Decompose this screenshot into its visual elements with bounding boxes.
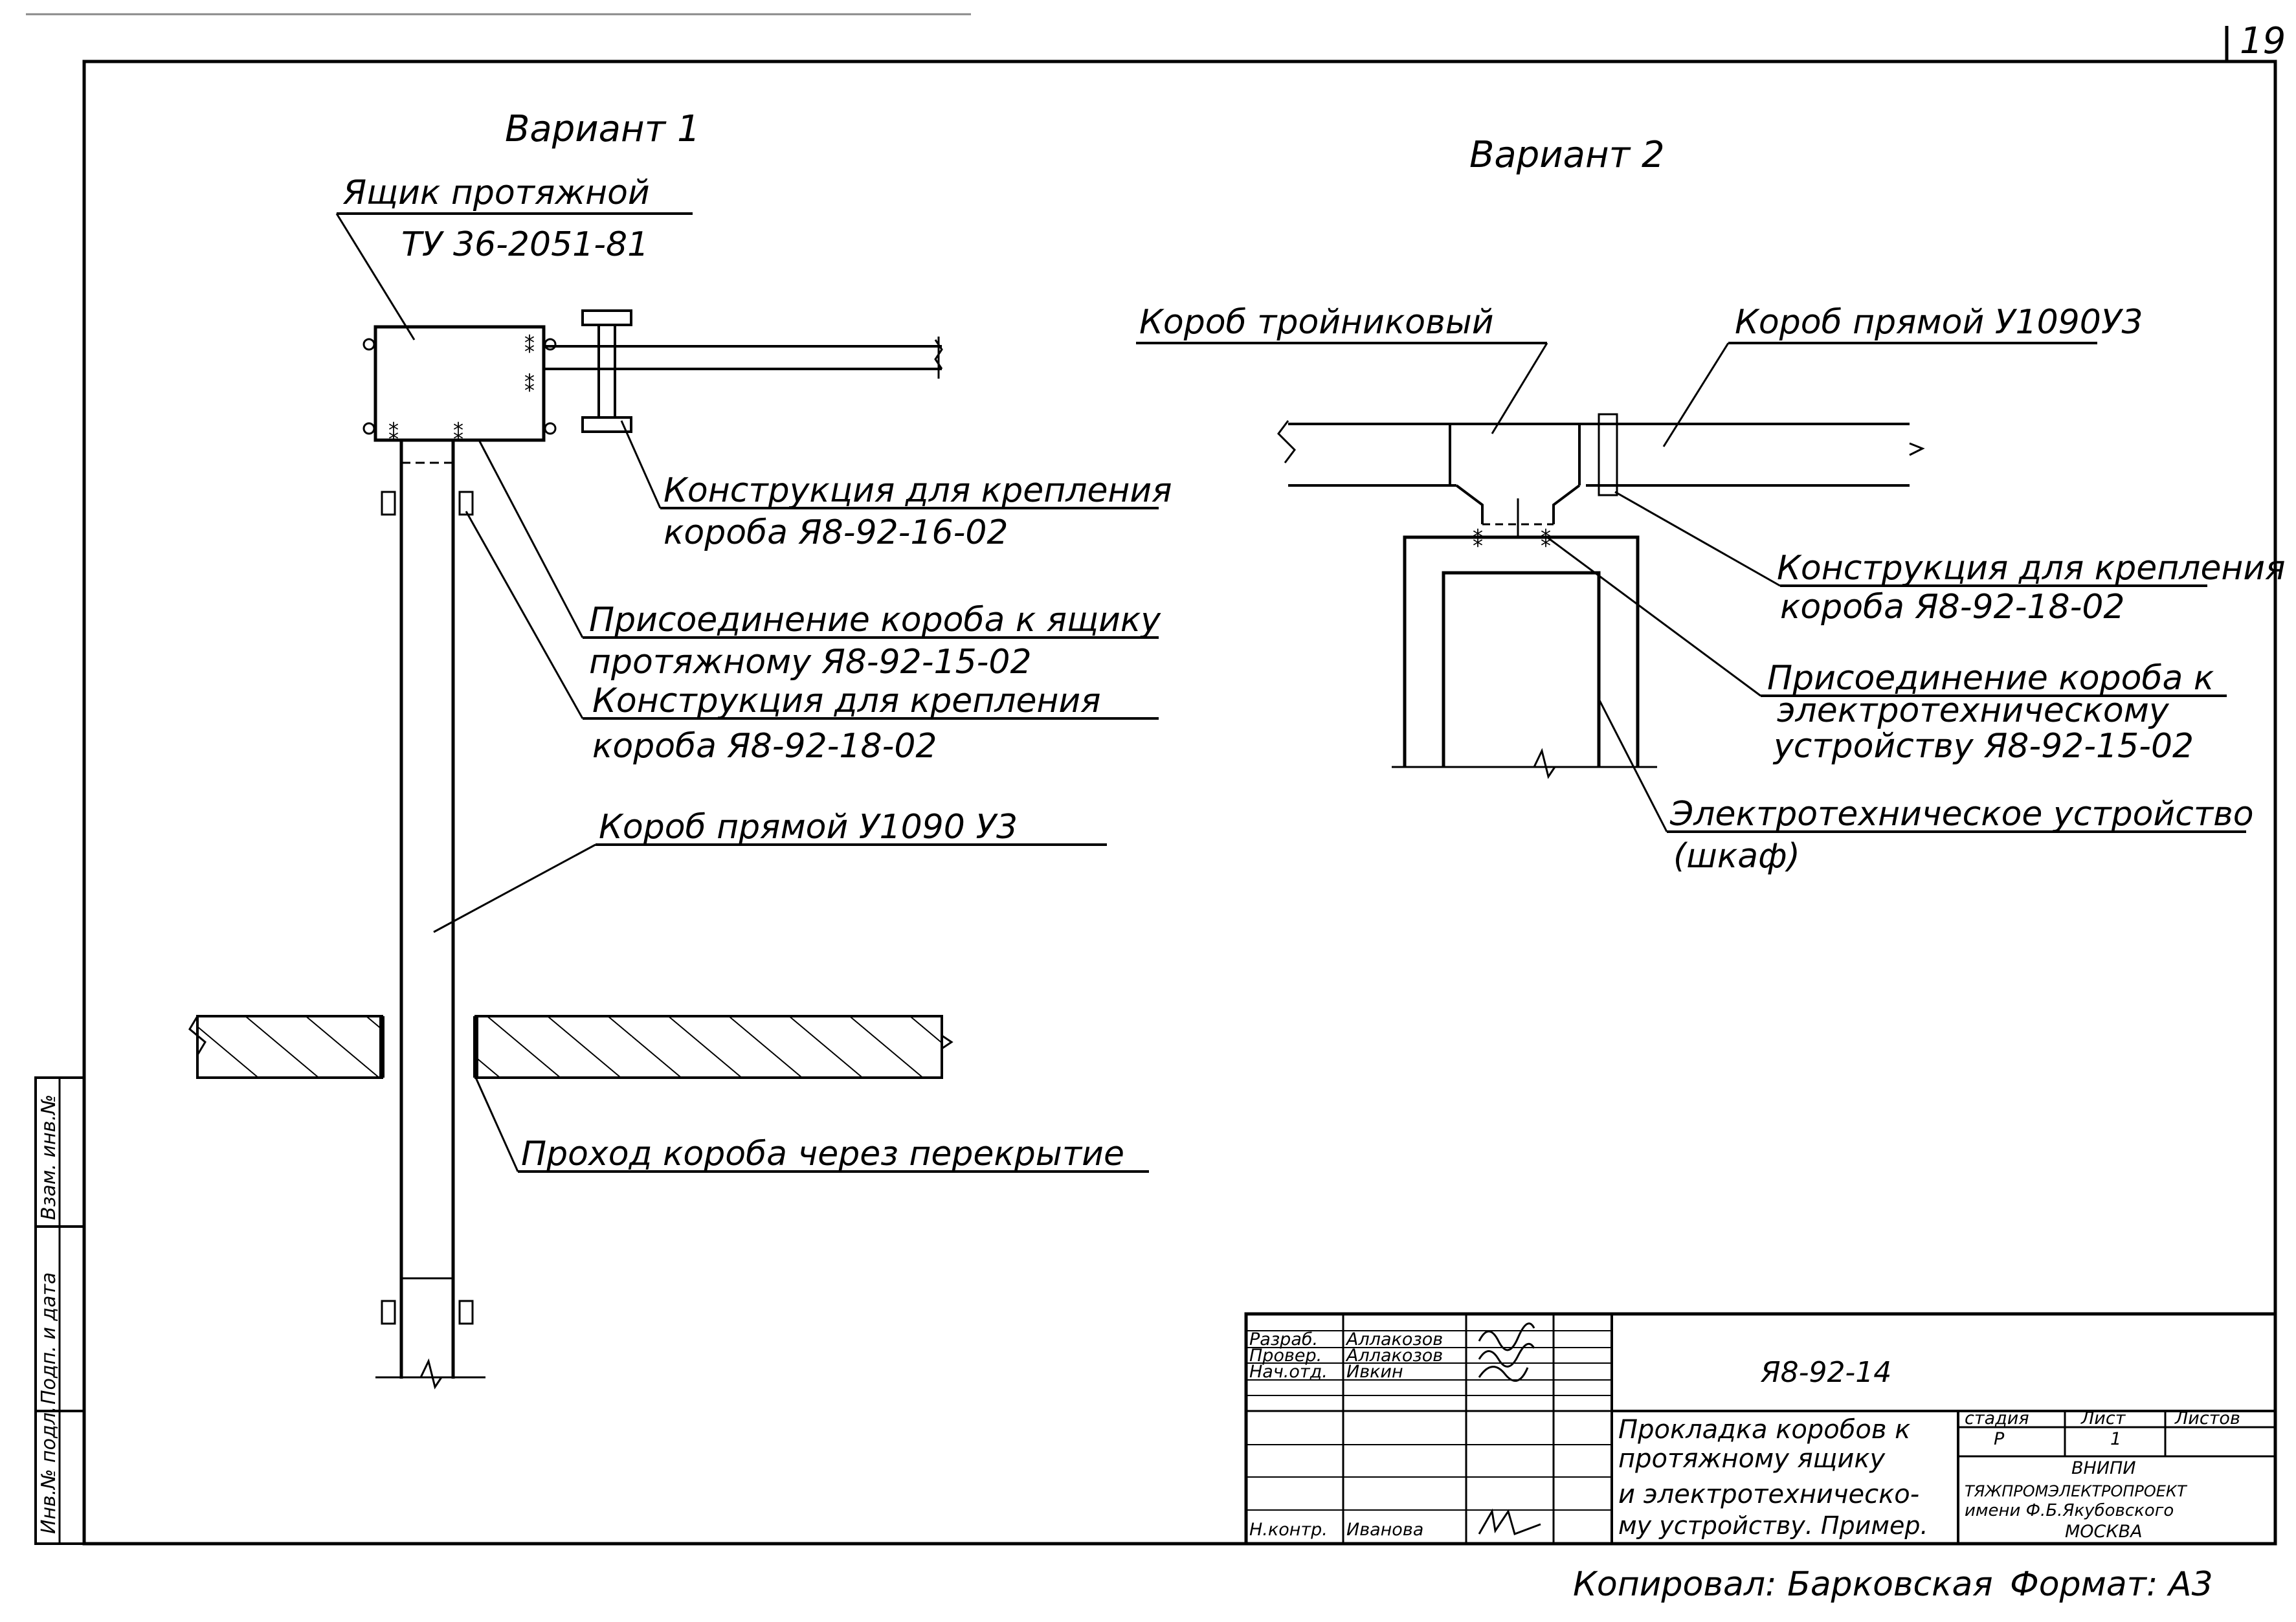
tb-stage-header: стадия [1965,1408,2029,1428]
callout-mount-18: Конструкция для крепления короба Я8-92-1… [465,511,1159,766]
svg-text:Проход короба через перекрытие: Проход короба через перекрытие [521,1135,1124,1173]
horizontal-duct [542,309,943,433]
tb-doc-title-2: протяжному ящику [1618,1444,1886,1474]
tb-stage-value: Р [1994,1429,2005,1449]
svg-text:⁑: ⁑ [453,421,463,445]
signature-mark [1478,1508,1541,1535]
footer-format: Формат: А3 [2010,1565,2213,1604]
pull-box: ⁑ ⁑ ⁑ ⁑ [362,325,557,445]
svg-text:протяжному Я8-92-15-02: протяжному Я8-92-15-02 [589,643,1032,682]
svg-text:короба Я8-92-16-02: короба Я8-92-16-02 [663,513,1009,552]
tb-name-0: Аллакозов [1345,1329,1443,1350]
electrical-cabinet [1392,535,1657,779]
tb-name-2: Ивкин [1346,1362,1403,1382]
svg-text:короба Я8-92-18-02: короба Я8-92-18-02 [592,727,937,766]
side-vzam-inv: Взам. инв.№ [38,1094,60,1220]
svg-text:⁑: ⁑ [1541,528,1551,552]
tb-sheet-header: Лист [2080,1408,2126,1428]
svg-text:⁑: ⁑ [388,421,399,445]
tb-org-3: имени Ф.Б.Якубовского [1965,1501,2174,1520]
signature-mark [1478,1342,1535,1368]
callout-straight-duct-v2: Короб прямой У1090У3 [1662,303,2143,447]
svg-text:Короб прямой У1090 У3: Короб прямой У1090 У3 [599,808,1018,847]
tb-org-1: ВНИПИ [2071,1458,2136,1478]
variant1-title: Вариант 1 [505,108,700,150]
tee-duct: ⁑ ⁑ [1277,413,1925,552]
svg-text:Короб прямой У1090У3: Короб прямой У1090У3 [1735,303,2143,342]
callout-tee-duct: Короб тройниковый [1136,303,1548,434]
callout-connection: Присоединение короба к ящику протяжному … [478,439,1161,682]
svg-text:Конструкция для крепления: Конструкция для крепления [663,471,1172,510]
tb-doc-code: Я8-92-14 [1760,1356,1891,1389]
svg-text:электротехническому: электротехническому [1777,691,2170,730]
tb-org-2: ТЯЖПРОМЭЛЕКТРОПРОЕКТ [1965,1482,2188,1500]
tb-org-4: МОСКВА [2065,1522,2143,1542]
tb-role-2: Нач.отд. [1249,1362,1328,1382]
sheet-number-box: 19 [2225,20,2286,62]
callout-mount-v2: Конструкция для крепления короба Я8-92-1… [1614,491,2286,627]
svg-text:Короб тройниковый: Короб тройниковый [1139,303,1494,342]
tb-role-1: Провер. [1249,1346,1322,1366]
tb-name-1: Аллакозов [1345,1346,1443,1366]
svg-text:короба Я8-92-18-02: короба Я8-92-18-02 [1780,588,2125,627]
tb-name-6: Иванова [1346,1520,1423,1540]
title-block: Разраб. Аллакозов Провер. Аллакозов Нач.… [1244,1312,2277,1546]
callout-passage: Проход короба через перекрытие [474,1077,1149,1173]
svg-text:Присоединение короба к ящику: Присоединение короба к ящику [589,601,1161,639]
svg-text:ТУ 36-2051-81: ТУ 36-2051-81 [401,225,649,264]
svg-text:Конструкция для крепления: Конструкция для крепления [1777,549,2286,588]
sheet-number: 19 [2240,20,2286,62]
callout-mount-16: Конструкция для крепления короба Я8-92-1… [620,420,1172,552]
svg-text:(шкаф): (шкаф) [1673,837,1800,876]
tb-sheets-header: Листов [2174,1408,2240,1428]
svg-text:Электротехническое устройство: Электротехническое устройство [1669,795,2254,834]
signature-mark [1478,1366,1529,1382]
tb-doc-title-3: и электротехническо- [1618,1480,1919,1509]
side-podp-data: Подп. и дата [38,1272,60,1405]
vertical-duct [375,440,485,1390]
callout-connection-v2: Присоединение короба к электротехническо… [1546,536,2227,766]
callout-device: Электротехническое устройство (шкаф) [1598,698,2254,876]
tb-role-0: Разраб. [1249,1329,1318,1350]
svg-text:устройству Я8-92-15-02: устройству Я8-92-15-02 [1772,727,2194,766]
sheet-frame [82,60,2277,1546]
callout-straight-duct-v1: Короб прямой У1090 У3 [433,808,1107,933]
svg-text:Конструкция для крепления: Конструкция для крепления [592,682,1101,720]
svg-text:⁑: ⁑ [524,372,535,397]
floor-slab [188,1015,953,1079]
tb-sheet-value: 1 [2110,1429,2121,1449]
svg-text:Ящик протяжной: Ящик протяжной [342,173,650,212]
svg-text:Присоединение короба к: Присоединение короба к [1767,659,2214,698]
svg-text:⁑: ⁑ [524,333,535,358]
pull-box-label: Ящик протяжной ТУ 36-2051-81 [335,173,693,340]
tb-doc-title-4: му устройству. Пример. [1618,1511,1928,1540]
footer-copied: Копировал: Барковская [1573,1565,1993,1604]
tb-doc-title-1: Прокладка коробов к [1618,1415,1910,1445]
side-inv-podl: Инв.№ подл. [38,1406,60,1534]
tb-role-6: Н.контр. [1249,1520,1328,1540]
signature-mark [1478,1322,1535,1351]
side-stamp: Инв.№ подл. Подп. и дата Взам. инв.№ [34,1076,85,1545]
svg-text:⁑: ⁑ [1473,528,1483,552]
variant2-title: Вариант 2 [1469,134,1665,176]
